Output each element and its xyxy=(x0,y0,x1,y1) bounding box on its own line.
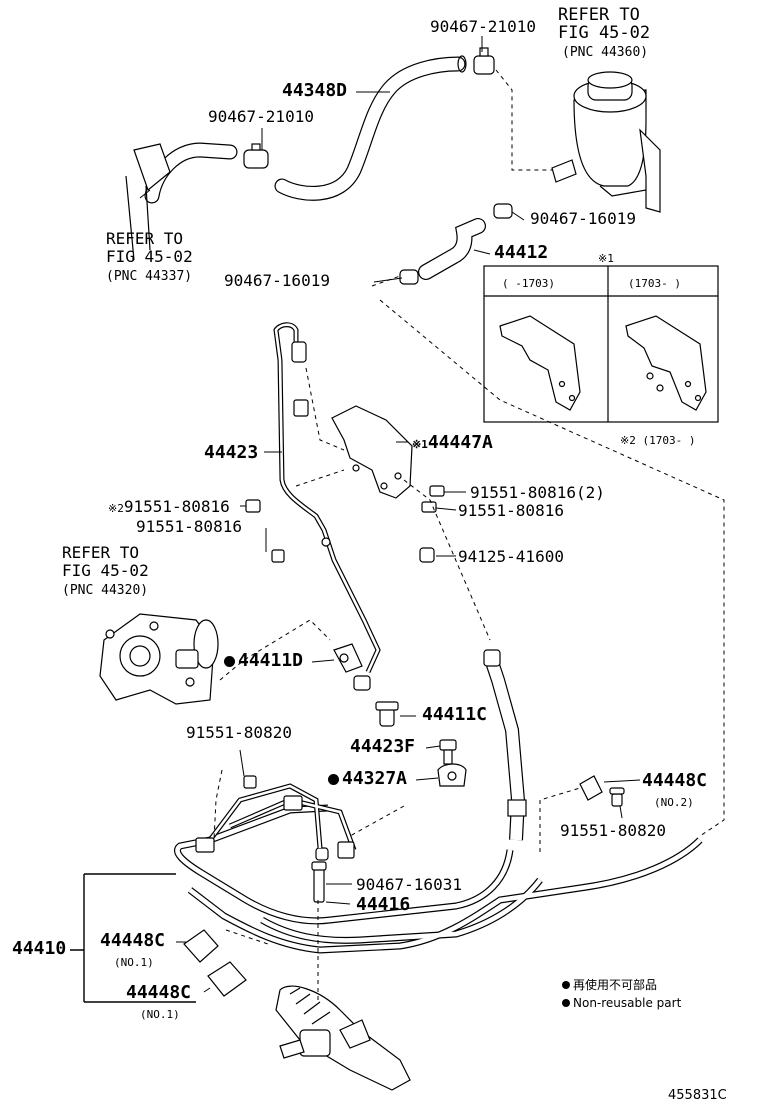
steering-gear-drawing xyxy=(275,985,411,1091)
part-44410[interactable]: 44410 xyxy=(12,938,67,959)
part-44448C-no2[interactable]: 44448C xyxy=(642,770,708,791)
hose-44337-drawing xyxy=(125,142,238,261)
ref-tank-line3: (PNC 44360) xyxy=(562,45,649,60)
part-91551-80816-left[interactable]: 91551-80816 xyxy=(136,517,242,536)
part-44448C-no1-a[interactable]: 44448C xyxy=(100,930,166,951)
part-94125-41600[interactable]: 94125-41600 xyxy=(458,547,564,566)
ref-pump-line3: (PNC 44320) xyxy=(62,583,149,598)
part-90467-21010-top[interactable]: 90467-21010 xyxy=(430,17,536,36)
legend-text-en: Non-reusable part xyxy=(573,996,682,1010)
part-44327A-number: 44327A xyxy=(342,768,408,789)
legend-row-en: Non-reusable part xyxy=(562,994,681,1012)
non-reusable-dot-icon xyxy=(562,999,570,1007)
leader-lines xyxy=(139,36,641,993)
bracket-44447a-drawing xyxy=(331,405,413,499)
tube-clamps-drawing xyxy=(183,795,355,997)
part-44423[interactable]: 44423 xyxy=(204,442,259,463)
part-44448C-no1-b[interactable]: 44448C xyxy=(126,982,192,1003)
part-90467-16019-right[interactable]: 90467-16019 xyxy=(530,209,636,228)
variant-right-label: (1703- ) xyxy=(628,277,681,290)
part-91551-80816-right[interactable]: 91551-80816 xyxy=(458,501,564,520)
part-91551-80820-left[interactable]: 91551-80820 xyxy=(186,723,292,742)
hose-44348d-drawing xyxy=(274,55,467,201)
figure-code: 455831C xyxy=(668,1088,727,1103)
dashed-reference-lines xyxy=(213,69,725,1000)
pump-drawing xyxy=(99,613,219,705)
part-44411D[interactable]: 44411D xyxy=(224,652,303,670)
variant-box-mark: ※1 xyxy=(598,252,614,265)
ref-pump-line2: FIG 45-02 xyxy=(62,561,149,580)
part-91551-80816-note2[interactable]: ※291551-80816 xyxy=(108,498,230,518)
part-44412[interactable]: 44412 xyxy=(494,242,549,263)
non-reusable-dot-icon xyxy=(224,656,235,667)
ref-tank-line2: FIG 45-02 xyxy=(558,23,651,43)
ref-hose-line2: FIG 45-02 xyxy=(106,247,193,266)
legend-text-jp: 再使用不可部品 xyxy=(573,978,658,992)
part-44447A-mark: ※1 xyxy=(412,438,428,451)
ref-pump-line1: REFER TO xyxy=(62,543,140,562)
part-44327A[interactable]: 44327A xyxy=(328,770,407,788)
part-44448C-no2-sub: (NO.2) xyxy=(654,796,694,809)
part-44416[interactable]: 44416 xyxy=(356,894,411,915)
legend-row-jp: 再使用不可部品 xyxy=(562,976,681,994)
ref-hose-line3: (PNC 44337) xyxy=(106,269,193,284)
pressure-hose-drawing xyxy=(483,649,527,841)
part-90467-21010-left[interactable]: 90467-21010 xyxy=(208,107,314,126)
part-44348D[interactable]: 44348D xyxy=(282,80,348,101)
part-91551-80816-note2-number: 91551-80816 xyxy=(123,497,230,516)
part-44448C-no1-a-sub: (NO.1) xyxy=(114,956,154,969)
fitting-drawings xyxy=(243,485,625,807)
non-reusable-dot-icon xyxy=(562,981,570,989)
ref-hose-line1: REFER TO xyxy=(106,229,184,248)
legend: 再使用不可部品 Non-reusable part xyxy=(562,976,681,1012)
part-44447A-number: 44447A xyxy=(427,432,493,453)
part-44447A[interactable]: ※144447A xyxy=(412,434,493,454)
part-44423F[interactable]: 44423F xyxy=(350,736,416,757)
variant-left-label: ( -1703) xyxy=(502,277,555,290)
part-44411D-number: 44411D xyxy=(238,650,304,671)
part-91551-80820-right[interactable]: 91551-80820 xyxy=(560,821,666,840)
part-91551-80816-mark: ※2 xyxy=(108,502,124,515)
non-reusable-dot-icon xyxy=(328,774,339,785)
part-44448C-no1-b-sub: (NO.1) xyxy=(140,1008,180,1021)
hose-44412-drawing xyxy=(418,218,486,280)
variant-note-2: ※2 (1703- ) xyxy=(620,434,696,447)
hose-clamp-drawings xyxy=(243,47,513,861)
part-44411C[interactable]: 44411C xyxy=(422,704,488,725)
part-90467-16031[interactable]: 90467-16031 xyxy=(356,875,462,894)
reservoir-tank-drawing xyxy=(551,71,661,213)
part-91551-80816-qty2[interactable]: 91551-80816(2) xyxy=(470,483,605,502)
bracket-variant-box xyxy=(483,265,719,423)
ref-tank-line1: REFER TO xyxy=(558,5,640,25)
part-90467-16019-left[interactable]: 90467-16019 xyxy=(224,271,330,290)
tube-44423-drawing xyxy=(273,322,381,691)
